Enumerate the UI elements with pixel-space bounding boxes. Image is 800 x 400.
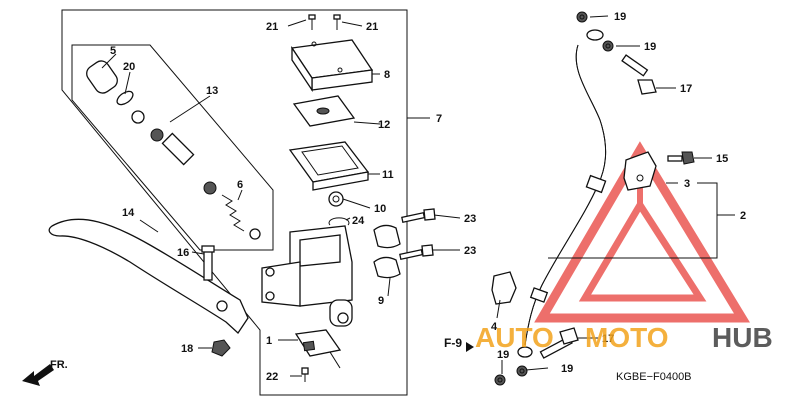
hose-guide (491, 271, 517, 305)
spring (221, 194, 261, 240)
clamp-bolt (667, 151, 695, 165)
callout-5: 5 (110, 45, 116, 57)
part-code: KGBE−F0400B (616, 371, 692, 383)
callout-19-lower-right: 19 (561, 363, 573, 375)
callout-23-upper: 23 (464, 213, 476, 225)
float-plate (328, 191, 344, 207)
oil-bolt-lower (539, 327, 579, 359)
callout-7: 7 (436, 113, 442, 125)
callout-9: 9 (378, 295, 384, 307)
callout-19-lower-left: 19 (497, 349, 509, 361)
watermark-text: AUTO MOTO HUB (475, 322, 773, 353)
callout-21-right: 21 (366, 21, 378, 33)
holder-bolt-upper (401, 208, 436, 223)
callout-8: 8 (384, 69, 390, 81)
callout-15: 15 (716, 153, 728, 165)
callout-17-upper: 17 (680, 83, 692, 95)
callout-3: 3 (684, 178, 690, 190)
callout-16: 16 (177, 247, 189, 259)
callout-10: 10 (374, 203, 386, 215)
oil-bolt-upper (621, 54, 657, 95)
diaphragm (288, 141, 370, 191)
holder (373, 224, 401, 279)
reservoir-cap (290, 39, 374, 93)
callout-6: 6 (237, 179, 243, 191)
callout-17-lower: 17 (602, 333, 614, 345)
callout-19-second: 19 (644, 41, 656, 53)
circlip (116, 90, 134, 106)
cap-screw-right (333, 14, 341, 30)
piston-boot (86, 60, 118, 94)
callout-22: 22 (266, 371, 278, 383)
pivot-nut (211, 339, 231, 357)
sealing-washers (494, 11, 614, 386)
brake-hose (517, 29, 607, 358)
piston-assembly (131, 110, 217, 195)
callout-14: 14 (122, 207, 135, 219)
brake-switch (294, 329, 342, 369)
callout-11: 11 (382, 169, 394, 181)
callout-20: 20 (123, 61, 135, 73)
pivot-bolt (201, 245, 215, 281)
switch-screw (301, 367, 309, 382)
reference-label: F-9 (444, 336, 462, 350)
callout-19-top: 19 (614, 11, 626, 23)
callout-4: 4 (491, 321, 498, 333)
cap-screw-left (308, 14, 316, 30)
callout-1: 1 (266, 335, 272, 347)
leader-lines (101, 15, 712, 377)
direction-label: FR. (50, 359, 68, 371)
master-cylinder-body (261, 225, 353, 327)
callout-23-lower: 23 (464, 245, 476, 257)
callout-2: 2 (740, 210, 746, 222)
set-ring (328, 217, 350, 226)
holder-bolt-lower (399, 244, 434, 260)
brake-lever (48, 218, 249, 334)
callout-13: 13 (206, 85, 218, 97)
callout-18: 18 (181, 343, 193, 355)
callout-12: 12 (378, 119, 390, 131)
piston-kit-outline (71, 44, 274, 251)
assembly-outline (61, 9, 408, 396)
hose-clamp (623, 151, 657, 191)
reference-arrow-icon (466, 342, 474, 352)
callout-21-left: 21 (266, 21, 278, 33)
cap-plate (292, 95, 356, 127)
front-direction-icon: FR. (22, 359, 68, 386)
watermark-auto: AUTO (475, 322, 554, 353)
watermark-moto: MOTO (585, 322, 668, 353)
callout-24: 24 (352, 215, 365, 227)
bracket-2-3 (548, 182, 718, 259)
watermark-hub: HUB (712, 322, 773, 353)
